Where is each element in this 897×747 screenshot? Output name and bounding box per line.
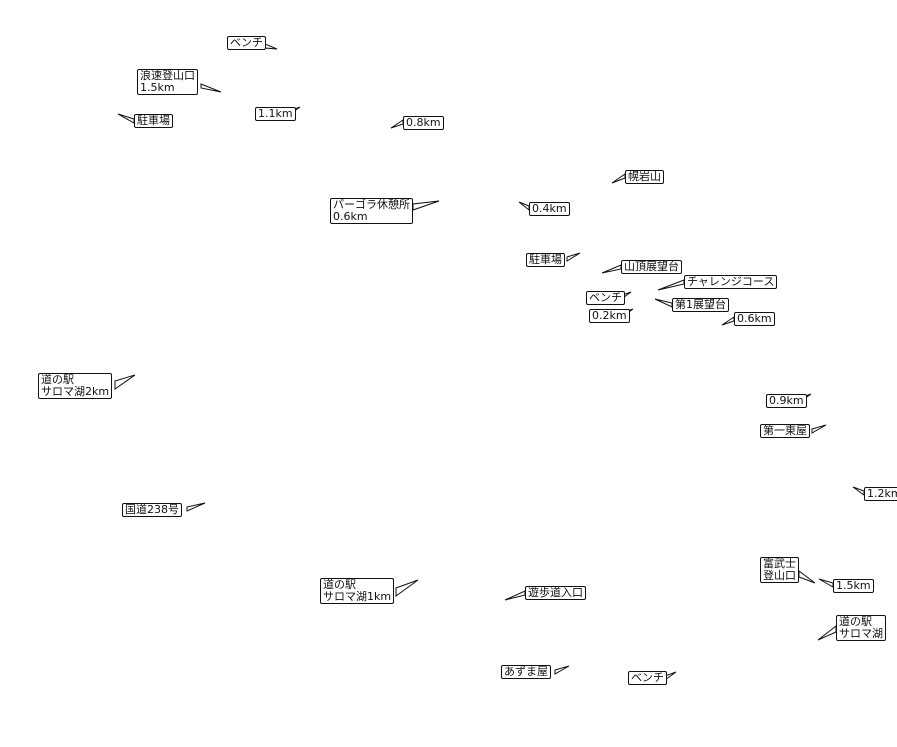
map-label-promenade-entrance: 遊歩道入口: [525, 586, 586, 600]
label-line: サロマ湖1km: [323, 590, 392, 603]
callout-pointer: [117, 113, 135, 124]
callout-pointer: [504, 590, 526, 601]
label-line: 駐車場: [529, 253, 562, 266]
callout-pointer: [554, 665, 570, 675]
label-line: 山頂展望台: [624, 260, 679, 273]
label-line: 浪速登山口: [140, 69, 195, 82]
label-line: 0.9km: [769, 394, 804, 407]
callout-pointer: [818, 578, 834, 588]
label-line: 0.4km: [532, 202, 567, 215]
map-label-horoiwa-mountain: 幌岩山: [625, 170, 664, 184]
label-line: サロマ湖: [839, 627, 883, 640]
callout-pointer: [811, 424, 827, 434]
label-line: 道の駅: [41, 373, 74, 386]
map-label-parking: 駐車場: [526, 253, 565, 267]
map-label-distance: 0.6km: [734, 312, 775, 326]
map-label-distance: 0.2km: [589, 309, 630, 323]
callout-pointer: [518, 201, 530, 212]
map-label-pergola-rest-area: パーゴラ休憩所 0.6km: [330, 198, 413, 224]
map-label-bench: ベンチ: [227, 36, 266, 50]
label-line: 0.6km: [333, 210, 368, 223]
label-line: 道の駅: [323, 578, 356, 591]
map-label-bench: ベンチ: [628, 671, 667, 685]
callout-pointer: [852, 486, 865, 496]
label-line: ベンチ: [230, 36, 263, 49]
map-label-first-observatory: 第1展望台: [672, 298, 729, 312]
callout-pointer: [798, 570, 816, 584]
label-line: 第1展望台: [675, 298, 726, 311]
label-line: 第一東屋: [763, 424, 807, 437]
label-line: 1.2km: [867, 487, 897, 500]
map-label-gazebo: あずま屋: [501, 665, 551, 679]
callout-pointer: [264, 43, 278, 50]
label-line: 1.5km: [836, 579, 871, 592]
callout-pointer: [601, 264, 622, 274]
callout-pointer: [395, 579, 419, 597]
label-line: 0.6km: [737, 312, 772, 325]
map-label-first-shelter: 第一東屋: [760, 424, 810, 438]
label-line: 富武士: [763, 557, 796, 570]
map-label-distance: 0.8km: [403, 116, 444, 130]
map-label-bench: ベンチ: [586, 291, 625, 305]
map-label-distance: 1.1km: [255, 107, 296, 121]
label-line: 0.2km: [592, 309, 627, 322]
map-label-parking: 駐車場: [134, 114, 173, 128]
map-label-roadside-station: 道の駅 サロマ湖2km: [38, 373, 113, 399]
callout-pointer: [721, 316, 735, 326]
map-label-distance: 1.5km: [833, 579, 874, 593]
label-line: ベンチ: [631, 671, 664, 684]
map-label-distance: 0.4km: [529, 202, 570, 216]
callout-pointer: [657, 279, 685, 291]
callout-pointer: [566, 252, 581, 262]
label-line: ベンチ: [589, 291, 622, 304]
map-label-distance: 1.2km: [864, 487, 897, 501]
map-label-distance: 0.9km: [766, 394, 807, 408]
label-line: 登山口: [763, 569, 796, 582]
callout-pointer: [817, 624, 837, 641]
label-line: 国道238号: [125, 503, 179, 516]
callout-pointer: [114, 374, 136, 390]
callout-pointer: [186, 502, 206, 512]
label-line: パーゴラ休憩所: [333, 198, 410, 211]
label-line: 1.5km: [140, 81, 175, 94]
label-line: 幌岩山: [628, 170, 661, 183]
callout-pointer: [390, 119, 404, 129]
map-label-route-238: 国道238号: [122, 503, 182, 517]
callout-pointer: [654, 298, 673, 308]
callout-pointer: [200, 83, 222, 93]
label-line: 道の駅: [839, 615, 872, 628]
map-label-challenge-course: チャレンジコース: [684, 275, 778, 289]
map-label-roadside-station: 道の駅 サロマ湖1km: [320, 578, 395, 604]
map-label-summit-observatory: 山頂展望台: [621, 260, 682, 274]
callout-pointer: [412, 200, 440, 211]
label-line: あずま屋: [504, 665, 548, 678]
label-line: サロマ湖2km: [41, 385, 110, 398]
map-label-naniwa-trailhead: 浪速登山口 1.5km: [137, 69, 198, 95]
label-line: 1.1km: [258, 107, 293, 120]
map-label-fubushi-trailhead: 富武士 登山口: [760, 557, 799, 583]
label-line: 駐車場: [137, 114, 170, 127]
label-line: 遊歩道入口: [528, 586, 583, 599]
callout-pointer: [611, 173, 626, 184]
label-line: 0.8km: [406, 116, 441, 129]
map-label-roadside-station: 道の駅 サロマ湖: [836, 615, 886, 641]
label-line: チャレンジコース: [687, 275, 775, 288]
